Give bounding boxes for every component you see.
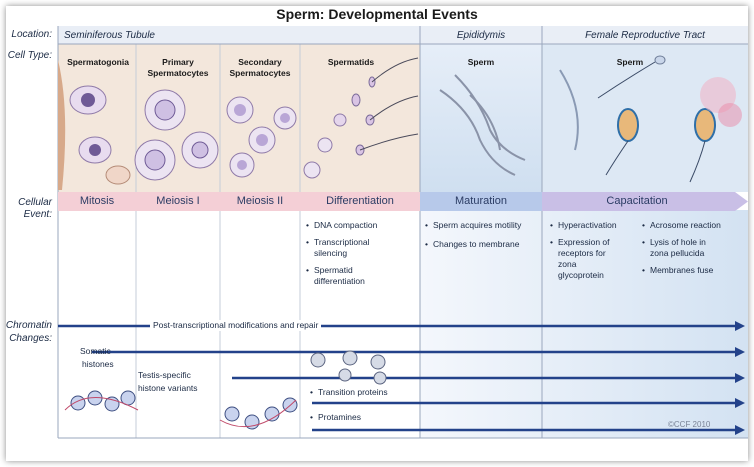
differentiation-details: •DNA compaction •Transcriptional silenci… — [306, 220, 418, 287]
event-meiosis-2: Meiosis II — [220, 192, 300, 210]
cell-type-primary-1: Primary — [137, 57, 219, 67]
location-seminiferous-tubule: Seminiferous Tubule — [64, 30, 155, 41]
location-epididymis: Epididymis — [420, 30, 542, 41]
detail-glycoprotein: glycoprotein — [550, 270, 640, 281]
chromatin-row-label-2: Changes: — [4, 333, 52, 344]
event-meiosis-1: Meiosis I — [136, 192, 220, 210]
detail-motility: •Sperm acquires motility — [425, 220, 541, 231]
somatic-histone-illustration — [65, 391, 138, 411]
cell-type-primary-2: Spermatocytes — [137, 68, 219, 78]
transition-proteins-label: •Transition proteins — [310, 387, 388, 398]
detail-membranes-fuse: •Membranes fuse — [642, 265, 746, 276]
location-female-tract: Female Reproductive Tract — [542, 30, 748, 41]
location-row-label: Location: — [4, 29, 52, 40]
detail-dna-compaction: •DNA compaction — [306, 220, 418, 231]
capacitation-left-details: •Hyperactivation •Expression of receptor… — [550, 220, 640, 281]
protamines-label: •Protamines — [310, 412, 361, 423]
detail-zona: zona — [550, 259, 640, 270]
detail-hyperactivation: •Hyperactivation — [550, 220, 640, 231]
cell-type-secondary-2: Spermatocytes — [221, 68, 299, 78]
testis-specific-label-1: Testis-specific — [138, 370, 191, 381]
post-transcriptional-label: Post-transcriptional modifications and r… — [150, 320, 321, 331]
detail-differentiation: differentiation — [306, 276, 418, 287]
cell-type-secondary-1: Secondary — [221, 57, 299, 67]
maturation-details: •Sperm acquires motility •Changes to mem… — [425, 220, 541, 250]
cell-type-row-label: Cell Type: — [4, 50, 52, 61]
detail-transcriptional: •Transcriptional — [306, 237, 418, 248]
event-maturation: Maturation — [420, 192, 542, 210]
event-differentiation: Differentiation — [300, 192, 420, 210]
detail-silencing: silencing — [306, 248, 418, 259]
cell-type-spermatogonia: Spermatogonia — [60, 57, 136, 67]
testis-specific-label-2: histone variants — [138, 383, 198, 394]
detail-lysis: •Lysis of hole in — [642, 237, 746, 248]
detail-expression-of: •Expression of — [550, 237, 640, 248]
copyright-text: ©CCF 2010 — [668, 420, 710, 429]
chromatin-row-label-1: Chromatin — [4, 320, 52, 331]
event-capacitation: Capacitation — [542, 192, 732, 210]
capacitation-right-details: •Acrosome reaction •Lysis of hole in zon… — [642, 220, 746, 276]
somatic-label-2: histones — [82, 359, 114, 370]
detail-membrane-changes: •Changes to membrane — [425, 239, 541, 250]
event-mitosis: Mitosis — [58, 192, 136, 210]
cell-type-spermatids: Spermatids — [301, 57, 401, 67]
cell-type-sperm-epididymis: Sperm — [420, 57, 542, 67]
detail-zona-pellucida: zona pellucida — [642, 248, 746, 259]
detail-spermatid: •Spermatid — [306, 265, 418, 276]
testis-histone-illustration — [220, 398, 297, 429]
somatic-label-1: Somatic — [80, 346, 111, 357]
detail-acrosome-reaction: •Acrosome reaction — [642, 220, 746, 231]
cell-type-sperm-female: Sperm — [600, 57, 660, 67]
cellular-event-row-label-1: Cellular — [4, 197, 52, 208]
cellular-event-row-label-2: Event: — [4, 209, 52, 220]
detail-receptors-for: receptors for — [550, 248, 640, 259]
